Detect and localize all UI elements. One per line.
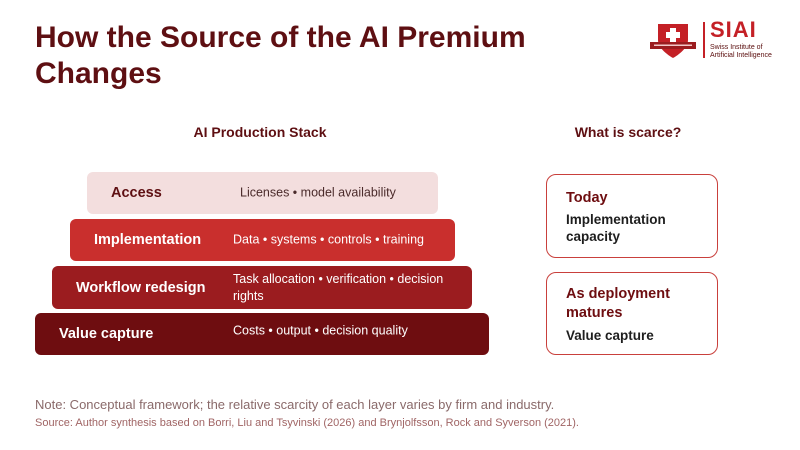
footnote: Note: Conceptual framework; the relative… <box>35 397 555 412</box>
logo-subtitle: Swiss Institute of Artificial Intelligen… <box>710 44 772 59</box>
stack-layer-value-capture: Value capture Costs • output • decision … <box>35 313 489 355</box>
card-title: Today <box>566 190 608 206</box>
card-title: As deployment matures <box>566 286 670 321</box>
stack-layer-access: Access Licenses • model availability <box>87 172 438 214</box>
layer-name: Workflow redesign <box>76 279 206 296</box>
source-citation: Source: Author synthesis based on Borri,… <box>35 417 579 429</box>
swiss-shield-icon <box>650 24 696 58</box>
stack-heading: AI Production Stack <box>193 124 327 140</box>
layer-name: Access <box>111 185 162 201</box>
scarcity-heading: What is scarce? <box>574 124 682 140</box>
scarcity-card-today: Today Implementation capacity <box>546 174 718 258</box>
layer-description: Data • systems • controls • training <box>233 232 424 247</box>
siai-logo: SIAI Swiss Institute of Artificial Intel… <box>648 17 772 64</box>
stack-layer-implementation: Implementation Data • systems • controls… <box>70 219 455 261</box>
scarcity-card-deployment-matures: As deployment matures Value capture <box>546 272 718 355</box>
layer-name: Implementation <box>94 232 202 248</box>
layer-description: Costs • output • decision quality <box>233 323 408 338</box>
logo-wordmark: SIAI <box>710 17 757 42</box>
layer-description: Task allocation • verification • decisio… <box>233 271 444 303</box>
card-value: Implementation capacity <box>566 212 666 244</box>
card-value: Value capture <box>566 328 654 343</box>
stack-layer-workflow-redesign: Workflow redesign Task allocation • veri… <box>52 266 472 309</box>
layer-name: Value capture <box>59 326 154 342</box>
layer-description: Licenses • model availability <box>240 185 396 200</box>
page-title: How the Source of the AI Premium Changes <box>35 21 526 90</box>
logo-divider <box>703 22 705 58</box>
